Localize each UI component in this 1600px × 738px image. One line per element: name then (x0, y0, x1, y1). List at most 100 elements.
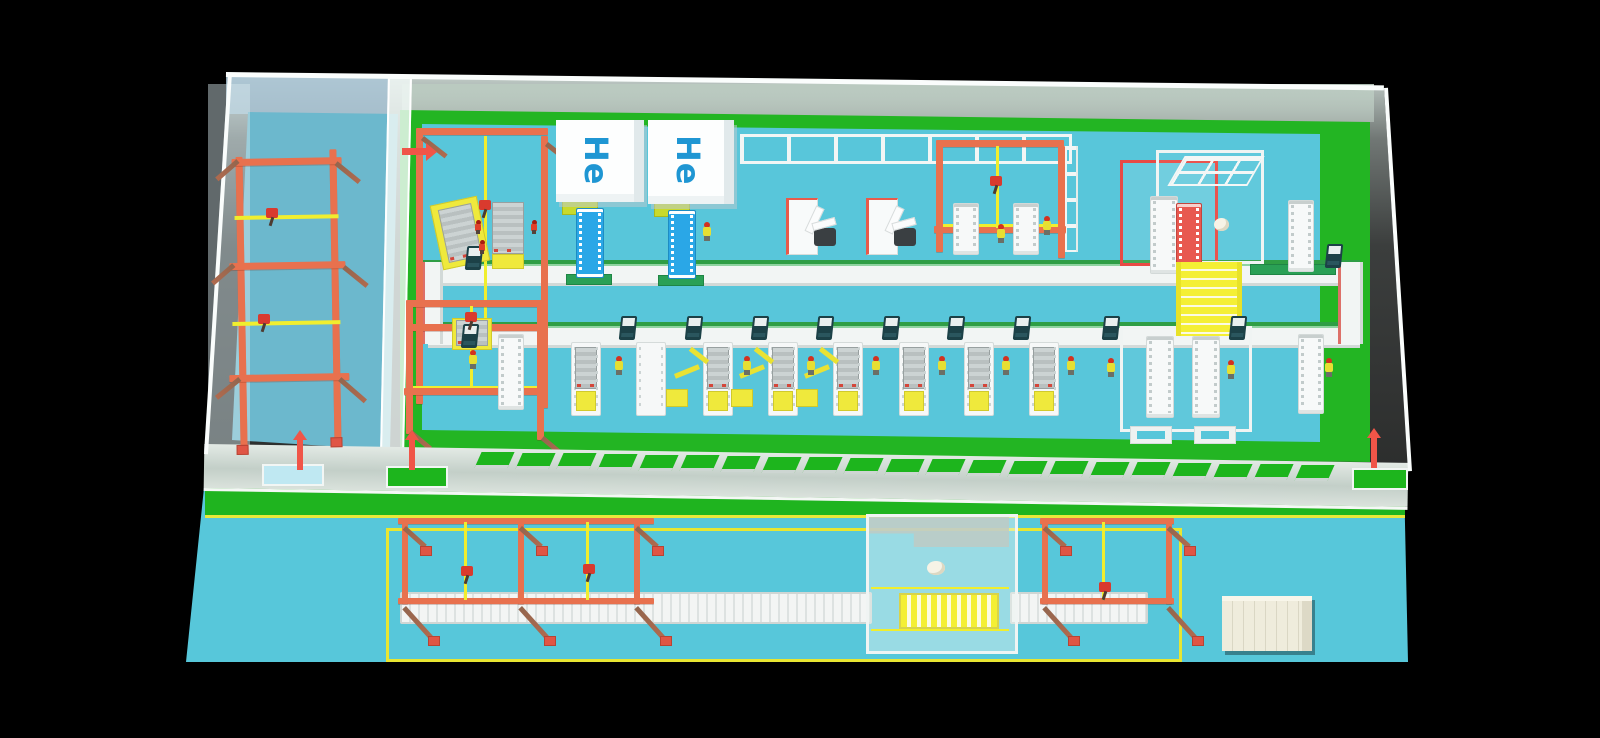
cell-foot (1130, 426, 1172, 444)
legs (808, 370, 814, 375)
door-marker-arrow (293, 430, 307, 470)
machine-module (575, 347, 597, 389)
gantry-beam (398, 518, 654, 524)
cell-gantry-beam (938, 140, 1064, 147)
robot-pad (796, 389, 818, 407)
red-roller-conveyor (1176, 203, 1202, 267)
machine-module (772, 347, 794, 389)
legs (1003, 370, 1009, 375)
legs (1228, 374, 1234, 379)
legs (1108, 372, 1114, 377)
lower-gantry-beam (404, 388, 544, 395)
annex-door-ramp (262, 464, 324, 486)
he-tank-unit-2: He (648, 120, 734, 204)
gantry-brace (402, 606, 433, 640)
rack-beam-bottom (229, 373, 350, 383)
machine-module (903, 347, 925, 389)
vest (1325, 363, 1333, 372)
pallet-plate (576, 391, 596, 411)
hoist-trolley (583, 564, 595, 574)
rack-yellow-beam-2 (232, 320, 341, 327)
vest (938, 361, 946, 370)
worker-figure (1106, 358, 1116, 378)
red-cell-conveyor (1150, 196, 1178, 274)
cell-gantry-leg (1058, 146, 1065, 258)
outdoor-conveyor-right (1010, 592, 1148, 624)
worker-figure (1226, 360, 1236, 380)
helmet (1326, 358, 1332, 364)
rack-beam-top (231, 157, 342, 167)
rack-rail-right (329, 149, 342, 440)
helmet (480, 240, 485, 245)
worker-figure (1001, 356, 1011, 376)
line-station-robot (731, 342, 798, 416)
legs (939, 370, 945, 375)
outdoor-gantry-left (398, 512, 672, 654)
worker-figure (806, 356, 816, 376)
worker-figure (1324, 358, 1334, 378)
rack-rail-left (235, 156, 248, 451)
legs (998, 238, 1004, 243)
display-screen (684, 316, 704, 340)
hoist-trolley (1099, 582, 1111, 592)
right-lower-conveyor (1298, 334, 1324, 414)
outdoor-station-roof (869, 517, 1009, 547)
outdoor-gantry-right (1040, 512, 1204, 654)
work-piece (1214, 218, 1229, 231)
gantry-foot (652, 546, 664, 556)
vest (475, 224, 481, 231)
cell-foot (1194, 426, 1236, 444)
helmet (1068, 356, 1074, 362)
legs (480, 250, 484, 254)
main-line-right-connector (1338, 262, 1363, 344)
worker-figure (702, 222, 712, 242)
hoist-trolley (479, 200, 491, 210)
line-station-machine (899, 342, 929, 416)
packing-conveyor-1 (1146, 336, 1174, 418)
storage-container (1222, 596, 1312, 651)
work-piece (927, 561, 945, 575)
line-station-machine (964, 342, 994, 416)
annex-back-wall (226, 76, 388, 114)
machine-module (968, 347, 990, 389)
vest (1043, 221, 1051, 230)
legs (744, 370, 750, 375)
vest (479, 244, 485, 251)
legs (1326, 372, 1332, 377)
machine-module (837, 347, 859, 389)
helmet (998, 224, 1004, 230)
vest (872, 361, 880, 370)
annex-gantry-rack (211, 147, 369, 456)
cell-conveyor (953, 203, 979, 255)
display-screen (1324, 244, 1344, 268)
gantry-leg (416, 128, 423, 404)
hoist-trolley (461, 566, 473, 576)
worker-figure (937, 356, 947, 376)
line-station-machine (571, 342, 601, 416)
robot-base-2 (894, 228, 916, 246)
helmet (470, 350, 476, 356)
helmet (1044, 216, 1050, 222)
vest (1067, 361, 1075, 370)
helmet (616, 356, 622, 362)
line-station-robot (796, 342, 863, 416)
legs (532, 230, 536, 234)
operator-figure (530, 220, 538, 234)
machine-module (707, 347, 729, 389)
door-marker-arrow (1367, 428, 1381, 468)
display-screen (1012, 316, 1032, 340)
helmet (744, 356, 750, 362)
annex-floor (232, 112, 398, 450)
lower-gantry-leg (406, 300, 413, 434)
helmet (1108, 358, 1114, 364)
gantry-beam (418, 128, 548, 135)
hoist-cable (1102, 522, 1105, 600)
legs (873, 370, 879, 375)
hoist-cable (484, 136, 487, 322)
cell-conveyor (1013, 203, 1039, 255)
vest (1227, 365, 1235, 374)
vest (1107, 363, 1115, 372)
lower-gantry-beam (408, 300, 542, 307)
operator-figure (478, 240, 486, 254)
